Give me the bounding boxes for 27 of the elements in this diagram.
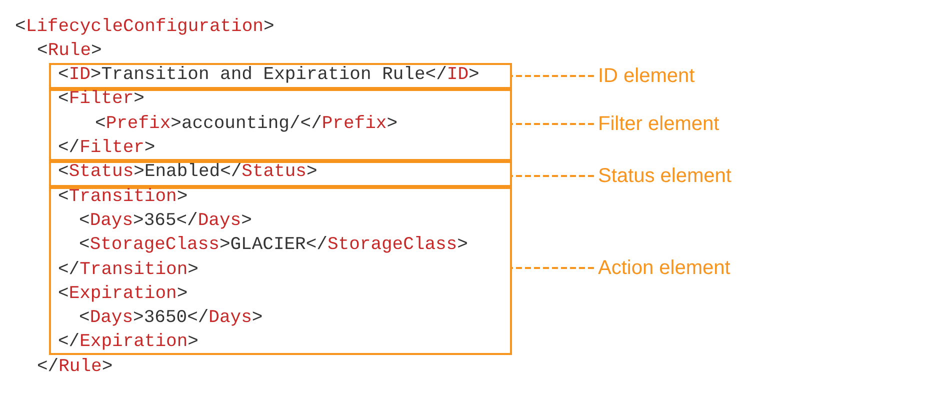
leader-line: [512, 175, 594, 177]
code-line: <Rule>: [37, 40, 102, 64]
code-line: <ID>Transition and Expiration Rule</ID>: [58, 64, 480, 88]
leader-line: [512, 267, 594, 269]
code-line: </Rule>: [37, 356, 113, 380]
highlight-box: [49, 187, 512, 355]
highlight-box: [49, 89, 512, 161]
callout-label: ID element: [598, 64, 695, 88]
leader-line: [512, 75, 594, 77]
callout-label: Action element: [598, 256, 730, 280]
code-line: <Transition>: [58, 186, 188, 209]
callout-label: Filter element: [598, 112, 720, 136]
code-line: </Transition>: [58, 258, 198, 282]
code-line: <Expiration>: [58, 282, 188, 306]
code-line: <StorageClass>GLACIER</StorageClass>: [79, 234, 468, 258]
code-line: <Days>365</Days>: [79, 210, 252, 233]
leader-line: [512, 123, 594, 125]
callout-label: Status element: [598, 164, 732, 188]
highlight-box: [49, 161, 512, 187]
code-line: <Prefix>accounting/</Prefix>: [95, 112, 398, 136]
code-line: <Status>Enabled</Status>: [58, 161, 318, 184]
code-line: <Filter>: [58, 88, 144, 112]
highlight-box: [49, 63, 512, 89]
code-line: <LifecycleConfiguration>: [15, 16, 274, 39]
code-line: </Expiration>: [58, 331, 198, 354]
code-line: </Filter>: [58, 137, 156, 160]
code-line: <Days>3650</Days>: [79, 307, 263, 330]
